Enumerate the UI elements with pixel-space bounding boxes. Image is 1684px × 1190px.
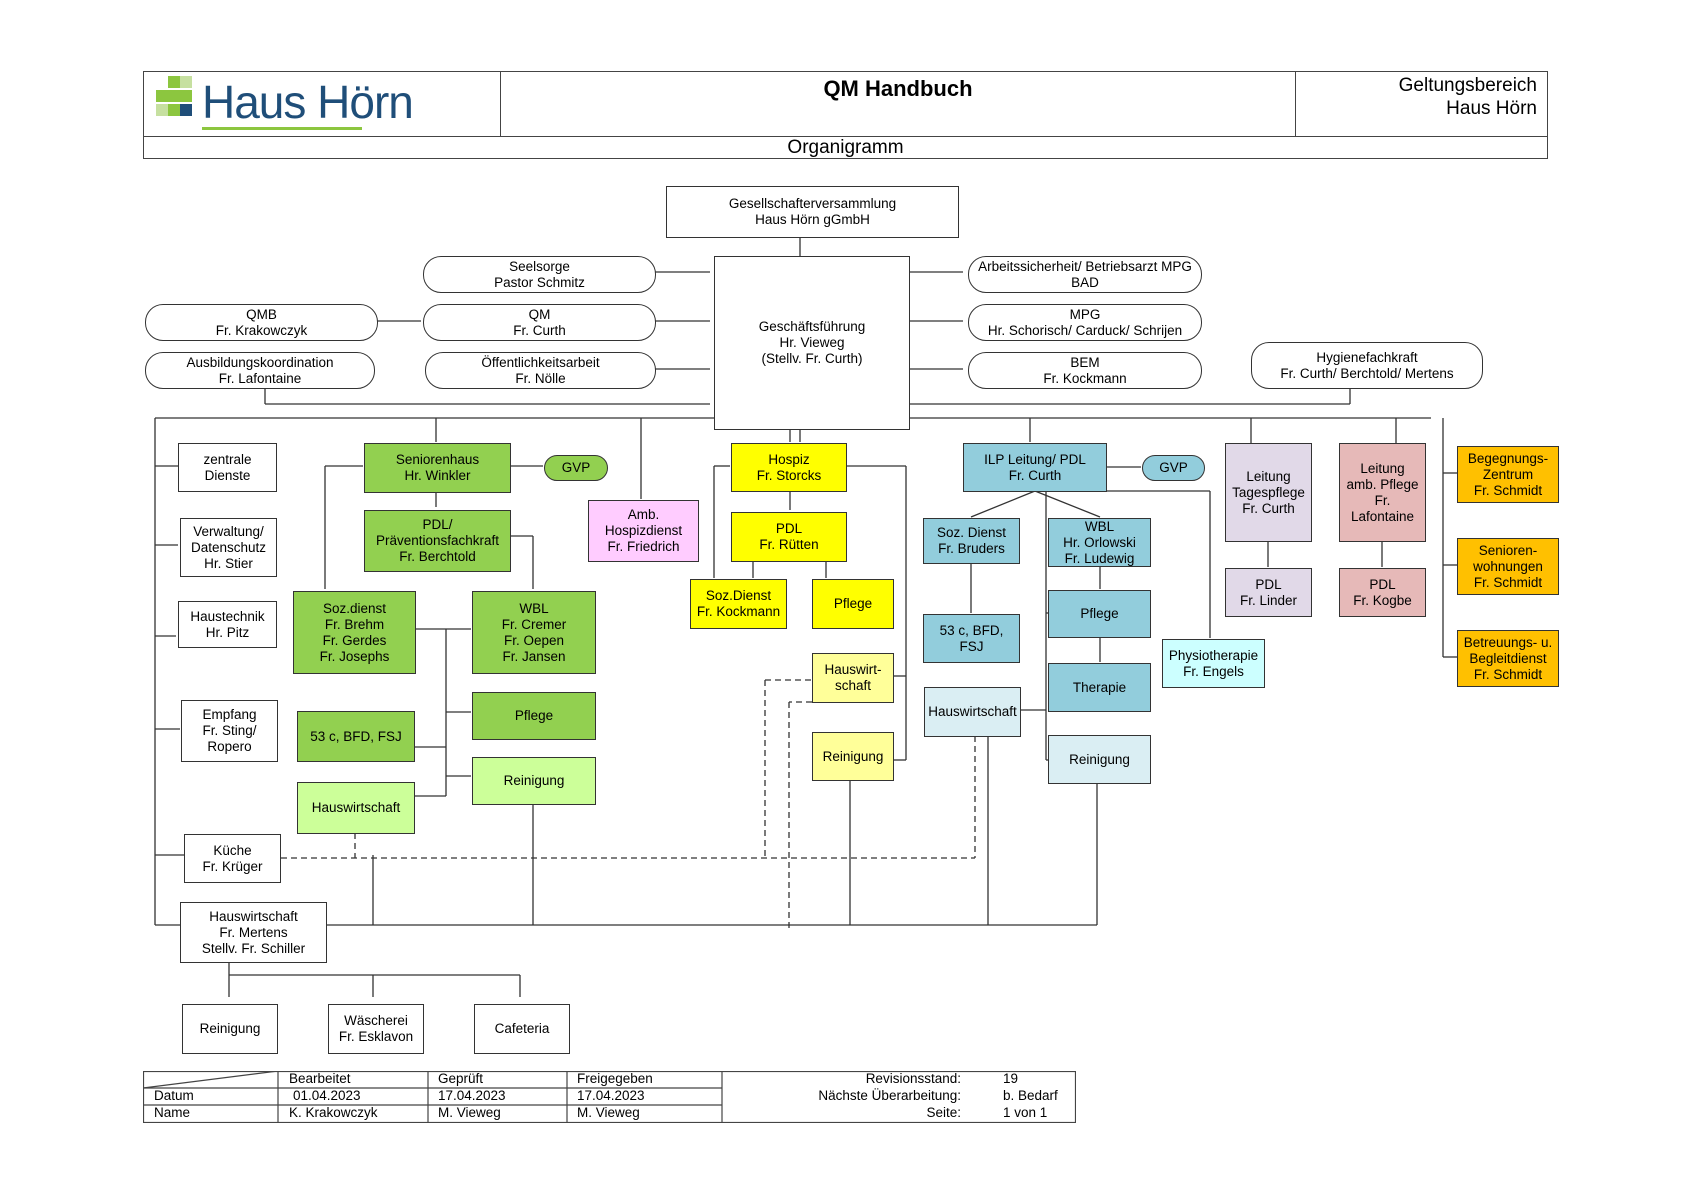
title-cell: QM Handbuch — [501, 72, 1296, 136]
name-geprueft: M. Vieweg — [438, 1105, 501, 1120]
datum-freigegeben: 17.04.2023 — [577, 1088, 645, 1103]
qmb-box: QMB Fr. Krakowczyk — [145, 304, 378, 341]
seniorenhaus-wbl-box: WBL Fr. Cremer Fr. Oepen Fr. Jansen — [472, 591, 596, 674]
ilp-wbl-box: WBL Hr. Orlowski Fr. Ludewig — [1048, 518, 1151, 567]
geschaeftsfuehrung-box: Geschäftsführung Hr. Vieweg (Stellv. Fr.… — [714, 256, 910, 430]
document-title: QM Handbuch — [823, 76, 973, 101]
kueche-box: Küche Fr. Krüger — [184, 834, 281, 883]
col-geprueft: Geprüft — [438, 1071, 484, 1086]
scope-cell: Geltungsbereich Haus Hörn — [1296, 72, 1547, 136]
naechste-value: b. Bedarf — [1003, 1088, 1058, 1103]
seniorenhaus-reinigung-box: Reinigung — [472, 757, 596, 805]
logo-cell: Haus Hörn — [144, 72, 501, 136]
haus-hoern-logo: Haus Hörn — [156, 76, 414, 130]
ilp-sozdienst-box: Soz. Dienst Fr. Bruders — [923, 518, 1020, 564]
logo-text: Haus Hörn — [202, 76, 413, 128]
reinigung-main-box: Reinigung — [182, 1004, 278, 1054]
hygienefachkraft-box: Hygienefachkraft Fr. Curth/ Berchtold/ M… — [1251, 342, 1483, 389]
row-datum: Datum — [154, 1088, 194, 1103]
name-freigegeben: M. Vieweg — [577, 1105, 640, 1120]
row-name: Name — [154, 1105, 191, 1120]
hospiz-pflege-box: Pflege — [812, 579, 894, 629]
seniorenhaus-53c-box: 53 c, BFD, FSJ — [297, 711, 415, 762]
tagespflege-pdl-box: PDL Fr. Linder — [1225, 568, 1312, 617]
waescherei-box: Wäscherei Fr. Esklavon — [328, 1004, 424, 1054]
physiotherapie-box: Physiotherapie Fr. Engels — [1162, 639, 1265, 688]
haustechnik-box: Haustechnik Hr. Pitz — [178, 601, 277, 648]
datum-geprueft: 17.04.2023 — [438, 1088, 506, 1103]
gvp-ilp-badge: GVP — [1142, 455, 1205, 481]
footer-grid — [143, 1071, 1076, 1123]
datum-bearbeitet: 01.04.2023 — [293, 1088, 361, 1103]
hospiz-box: Hospiz Fr. Storcks — [731, 443, 847, 492]
gesellschafterversammlung-box: Gesellschafterversammlung Haus Hörn gGmb… — [666, 186, 959, 238]
seite-label: Seite: — [926, 1105, 961, 1120]
hospiz-reinigung-box: Reinigung — [812, 732, 894, 781]
seniorenhaus-pdl-box: PDL/ Präventionsfachkraft Fr. Berchtold — [364, 510, 511, 572]
ilp-pflege-box: Pflege — [1048, 590, 1151, 638]
qm-box: QM Fr. Curth — [423, 304, 656, 341]
revision-value: 19 — [1003, 1071, 1019, 1086]
seniorenhaus-box: Seniorenhaus Hr. Winkler — [364, 443, 511, 493]
ilp-reinigung-box: Reinigung — [1048, 735, 1151, 784]
gvp-seniorenhaus-badge: GVP — [544, 455, 608, 481]
arbeitssicherheit-box: Arbeitssicherheit/ Betriebsarzt MPG BAD — [968, 256, 1202, 293]
seniorenwohnungen-box: Senioren- wohnungen Fr. Schmidt — [1457, 538, 1559, 595]
betreuungsdienst-box: Betreuungs- u. Begleitdienst Fr. Schmidt — [1457, 630, 1559, 687]
hauswirtschaft-main-box: Hauswirtschaft Fr. Mertens Stellv. Fr. S… — [180, 902, 327, 963]
hospiz-hauswirtschaft-box: Hauswirt- schaft — [812, 653, 894, 703]
revision-label: Revisionsstand: — [865, 1071, 961, 1086]
seelsorge-box: Seelsorge Pastor Schmitz — [423, 256, 656, 293]
amb-hospizdienst-box: Amb. Hospizdienst Fr. Friedrich — [588, 500, 699, 562]
col-bearbeitet: Bearbeitet — [289, 1071, 351, 1086]
mpg-box: MPG Hr. Schorisch/ Carduck/ Schrijen — [968, 304, 1202, 341]
revision-footer: Bearbeitet Geprüft Freigegeben Datum Nam… — [143, 1071, 1076, 1123]
amb-pflege-pdl-box: PDL Fr. Kogbe — [1339, 568, 1426, 617]
ilp-hauswirtschaft-box: Hauswirtschaft — [924, 687, 1021, 737]
seite-value: 1 von 1 — [1003, 1105, 1048, 1120]
begegnungszentrum-box: Begegnungs- Zentrum Fr. Schmidt — [1457, 446, 1559, 503]
seniorenhaus-sozdienst-box: Soz.dienst Fr. Brehm Fr. Gerdes Fr. Jose… — [293, 591, 416, 674]
seniorenhaus-pflege-box: Pflege — [472, 692, 596, 740]
hospiz-sozdienst-box: Soz.Dienst Fr. Kockmann — [690, 579, 787, 629]
ilp-therapie-box: Therapie — [1048, 663, 1151, 712]
name-bearbeitet: K. Krakowczyk — [289, 1105, 378, 1120]
cafeteria-box: Cafeteria — [474, 1004, 570, 1054]
ausbildungskoordination-box: Ausbildungskoordination Fr. Lafontaine — [145, 352, 375, 389]
ilp-leitung-box: ILP Leitung/ PDL Fr. Curth — [963, 443, 1107, 492]
empfang-box: Empfang Fr. Sting/ Ropero — [181, 700, 278, 762]
zentrale-dienste-box: zentrale Dienste — [178, 443, 277, 492]
col-freigegeben: Freigegeben — [577, 1071, 653, 1086]
verwaltung-box: Verwaltung/ Datenschutz Hr. Stier — [180, 518, 277, 577]
naechste-label: Nächste Überarbeitung: — [818, 1088, 961, 1103]
seniorenhaus-hauswirtschaft-box: Hauswirtschaft — [297, 782, 415, 834]
bem-box: BEM Fr. Kockmann — [968, 352, 1202, 389]
hospiz-pdl-box: PDL Fr. Rütten — [731, 512, 847, 562]
ilp-53c-box: 53 c, BFD, FSJ — [923, 614, 1020, 663]
document-header: Haus Hörn QM Handbuch Geltungsbereich Ha… — [143, 71, 1548, 159]
scope-value: Haus Hörn — [1446, 98, 1537, 119]
tagespflege-box: Leitung Tagespflege Fr. Curth — [1225, 443, 1312, 542]
amb-pflege-box: Leitung amb. Pflege Fr. Lafontaine — [1339, 443, 1426, 542]
page-subtitle: Organigramm — [144, 136, 1547, 158]
scope-label: Geltungsbereich — [1398, 75, 1537, 96]
oeffentlichkeitsarbeit-box: Öffentlichkeitsarbeit Fr. Nölle — [425, 352, 656, 389]
